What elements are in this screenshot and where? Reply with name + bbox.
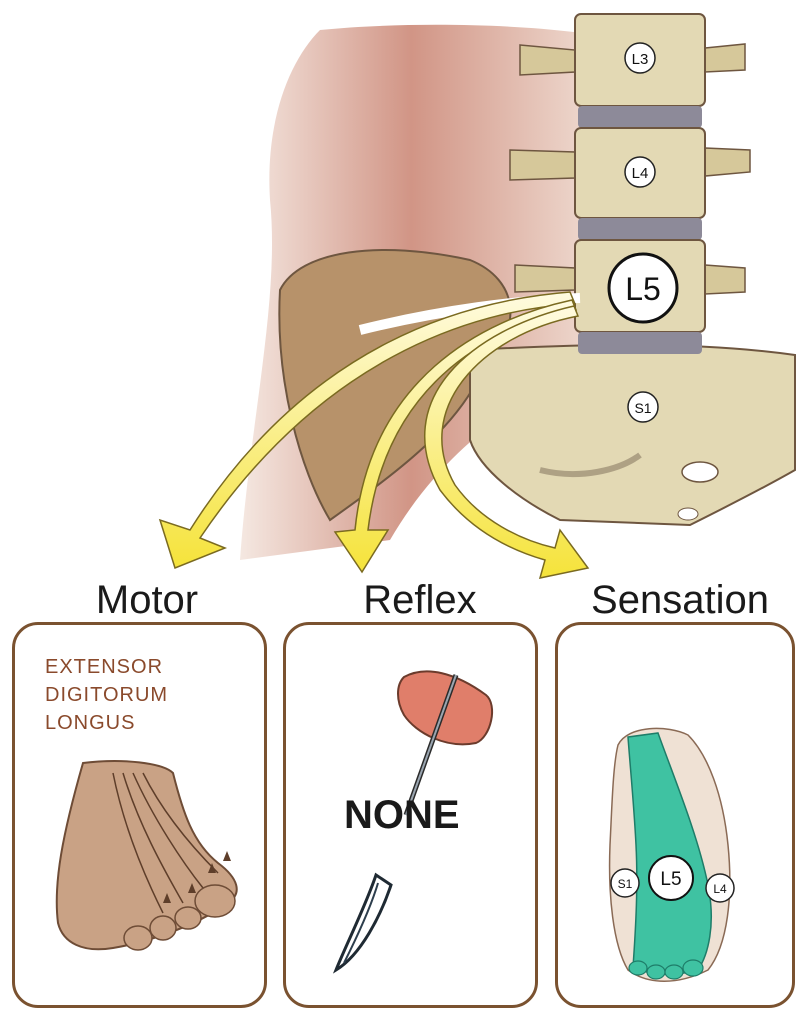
extensor-digitorum-longus-label: EXTENSOR DIGITORUM LONGUS bbox=[45, 653, 168, 737]
l4-dermatome-label: L4 bbox=[713, 882, 727, 896]
sensation-title: Sensation bbox=[570, 578, 790, 623]
l3-label: L3 bbox=[632, 51, 649, 68]
spine-illustration: L3 L4 L5 S1 bbox=[0, 0, 800, 580]
motor-panel: EXTENSOR DIGITORUM LONGUS bbox=[12, 622, 267, 1008]
reflex-none-label: NONE bbox=[344, 793, 460, 838]
sensation-panel: S1 L5 L4 bbox=[555, 622, 795, 1008]
s1-label: S1 bbox=[634, 400, 651, 416]
sacrum-shape bbox=[470, 345, 795, 525]
l3-l4-disc bbox=[578, 106, 702, 128]
l4-label: L4 bbox=[632, 165, 649, 182]
l4-l5-disc bbox=[578, 218, 702, 240]
l5-dermatome-label: L5 bbox=[660, 869, 681, 890]
l5-label: L5 bbox=[625, 271, 661, 307]
motor-title: Motor bbox=[42, 578, 252, 623]
s1-dermatome-label: S1 bbox=[618, 877, 633, 891]
reflex-panel: NONE bbox=[283, 622, 538, 1008]
foot-extension-illustration bbox=[43, 753, 243, 973]
reflex-title: Reflex bbox=[310, 578, 530, 623]
foot-dermatome-illustration: S1 L5 L4 bbox=[558, 625, 798, 1005]
l5-s1-disc bbox=[578, 332, 702, 354]
